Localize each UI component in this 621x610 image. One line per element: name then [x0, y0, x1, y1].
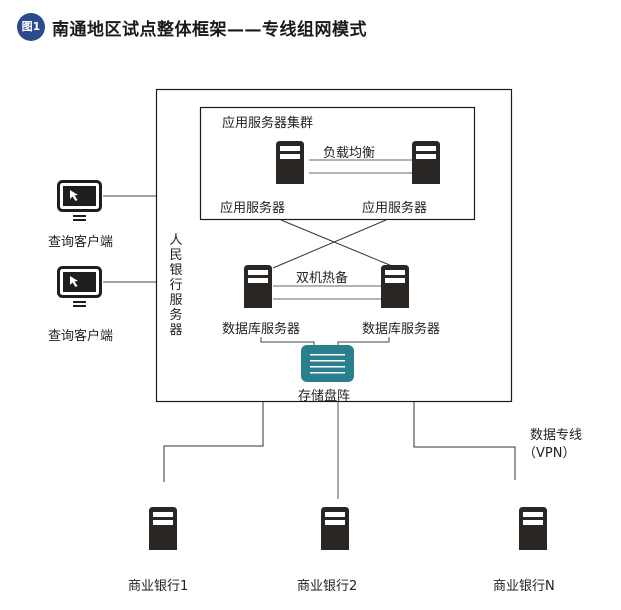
- cross-link-1: [280, 219, 393, 267]
- db-storage-link-1: [260, 337, 315, 346]
- bank-label-1: 商业银行1: [128, 579, 189, 594]
- app-cluster-title: 应用服务器集群: [222, 116, 314, 131]
- storage-array-icon: [301, 345, 354, 382]
- db-server-label-1: 数据库服务器: [222, 322, 301, 337]
- app-server-icon-1: [276, 141, 304, 184]
- db-storage-link-2: [337, 337, 390, 346]
- db-server-icon-1: [244, 265, 272, 308]
- pboc-server-box: [155, 88, 513, 403]
- app-server-label-1: 应用服务器: [220, 201, 286, 216]
- db-server-icon-2: [381, 265, 409, 308]
- vpn-link-bankN: [413, 402, 516, 480]
- pboc-server-label: 人民银行服务器: [169, 233, 183, 338]
- bank-label-n: 商业银行N: [493, 579, 555, 594]
- storage-label: 存储盘阵: [298, 389, 351, 404]
- monitor-icon-1: [57, 180, 102, 223]
- app-server-icon-2: [412, 141, 440, 184]
- figure-badge: 图1: [17, 13, 45, 41]
- cross-link-2: [272, 219, 387, 269]
- app-server-label-2: 应用服务器: [362, 201, 428, 216]
- bank-server-icon-n: [519, 507, 547, 550]
- bank-server-icon-2: [321, 507, 349, 550]
- vpn-label-line2: （VPN）: [523, 446, 576, 461]
- db-server-label-2: 数据库服务器: [362, 322, 441, 337]
- client-label-1: 查询客户端: [48, 235, 114, 250]
- vpn-link-bank1: [163, 402, 264, 482]
- bank-label-2: 商业银行2: [297, 579, 358, 594]
- client-label-2: 查询客户端: [48, 329, 114, 344]
- page-title: 南通地区试点整体框架——专线组网模式: [52, 20, 367, 40]
- bank-server-icon-1: [149, 507, 177, 550]
- monitor-icon-2: [57, 266, 102, 309]
- vpn-label-line1: 数据专线: [530, 428, 583, 443]
- app-cluster-box: [199, 106, 476, 221]
- hot-standby-label: 双机热备: [296, 271, 349, 286]
- load-balance-label: 负载均衡: [323, 146, 376, 161]
